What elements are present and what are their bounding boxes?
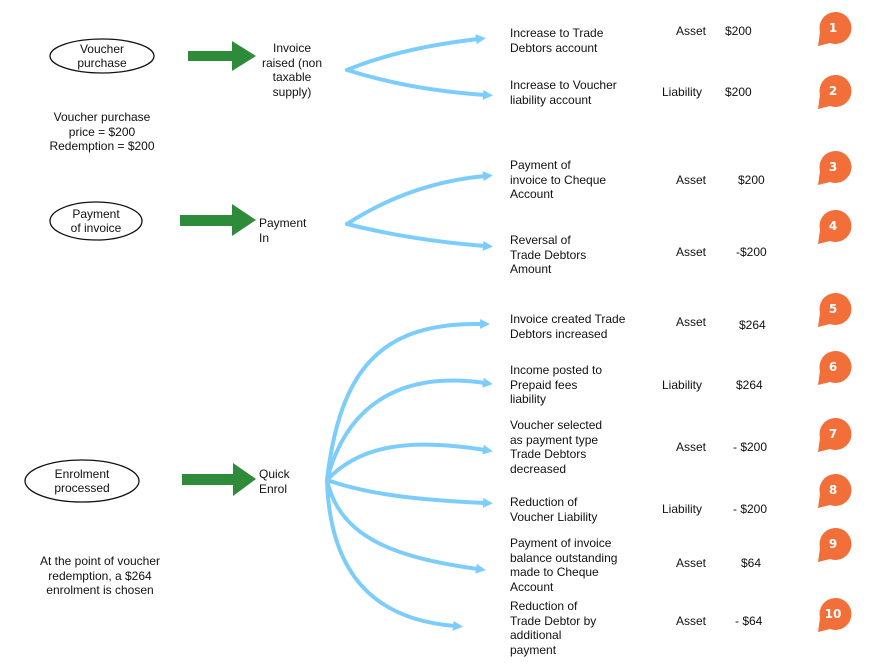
badge-icon [818, 350, 852, 385]
blue-arrow [325, 478, 486, 574]
badge-number: 5 [828, 302, 838, 316]
entry-type: Asset [676, 245, 707, 259]
event-ellipse-payment [49, 201, 143, 241]
entry-description: Reversal of Trade Debtors Amount [510, 233, 587, 276]
badge-number: 6 [828, 360, 838, 374]
blue-arrow [345, 222, 493, 251]
badge-number: 2 [828, 84, 838, 98]
blue-arrow [345, 171, 493, 226]
entry-amount: - $64 [735, 614, 763, 628]
entry-type: Liability [662, 378, 703, 392]
badge-icon [818, 527, 852, 562]
event-ellipse-enrolment [24, 459, 140, 503]
event-label: Payment of invoice [70, 206, 122, 236]
blue-arrow [345, 68, 493, 100]
badge-icon [818, 597, 852, 632]
blue-arrow [325, 478, 463, 631]
entry-amount: $264 [739, 318, 766, 332]
entry-type: Asset [676, 556, 707, 570]
badge-number: 1 [828, 21, 838, 35]
entry-amount: $64 [741, 556, 762, 570]
event-label: Enrolment processed [54, 466, 110, 496]
redemption-note: At the point of voucher redemption, a $2… [39, 554, 161, 597]
trigger-label: Invoice raised (non taxable supply) [261, 41, 323, 99]
badge-number: 9 [828, 537, 838, 551]
badge-number: 4 [828, 219, 838, 233]
entry-type: Asset [676, 24, 707, 38]
green-arrow [182, 463, 256, 496]
entry-description: Payment of invoice balance outstanding m… [510, 536, 618, 594]
badge-number: 7 [828, 427, 838, 441]
green-arrow [180, 204, 256, 236]
trigger-label: Payment In [259, 216, 307, 245]
entry-amount: $200 [725, 85, 752, 99]
badge-icon [818, 292, 852, 327]
blue-arrow [345, 34, 486, 72]
entry-type: Asset [676, 173, 707, 187]
blue-arrow [325, 442, 493, 482]
green-arrow [188, 41, 256, 71]
blue-arrow [325, 478, 493, 508]
entry-description: Increase to Voucher liability account [510, 78, 617, 107]
badge-icon [818, 417, 852, 452]
event-label: Voucher purchase [77, 41, 127, 71]
trigger-label: Quick Enrol [259, 467, 290, 496]
badge-icon [818, 209, 852, 244]
entry-type: Liability [662, 502, 703, 516]
entry-amount: $200 [725, 24, 752, 38]
entry-amount: -$200 [736, 245, 767, 259]
entry-amount: - $200 [733, 440, 768, 454]
badge-number: 3 [828, 160, 838, 174]
entry-description: Income posted to Prepaid fees liability [510, 363, 603, 406]
entry-description: Invoice created Trade Debtors increased [510, 312, 626, 341]
event-ellipse-voucher [49, 38, 155, 74]
badge-icon [818, 74, 852, 109]
entry-type: Asset [676, 614, 707, 628]
blue-arrow [325, 377, 493, 482]
badge-icon [818, 473, 852, 508]
entry-type: Asset [676, 440, 707, 454]
voucher-note: Voucher purchase price = $200 Redemption… [49, 110, 155, 153]
entry-description: Payment of invoice to Cheque Account [510, 158, 607, 201]
entry-type: Liability [662, 85, 703, 99]
badge-number: 10 [824, 607, 842, 621]
badge-icon [818, 150, 852, 185]
entry-description: Increase to Trade Debtors account [510, 26, 604, 55]
entry-description: Reduction of Voucher Liability [510, 495, 598, 524]
entry-description: Voucher selected as payment type Trade D… [510, 418, 603, 476]
entry-description: Reduction of Trade Debtor by additional … [510, 599, 597, 657]
badge-icon [818, 11, 852, 46]
entry-amount: $264 [736, 378, 763, 392]
entry-amount: - $200 [733, 502, 768, 516]
entry-type: Asset [676, 315, 707, 329]
entry-amount: $200 [738, 173, 765, 187]
blue-arrow [325, 318, 490, 482]
badge-number: 8 [828, 483, 838, 497]
